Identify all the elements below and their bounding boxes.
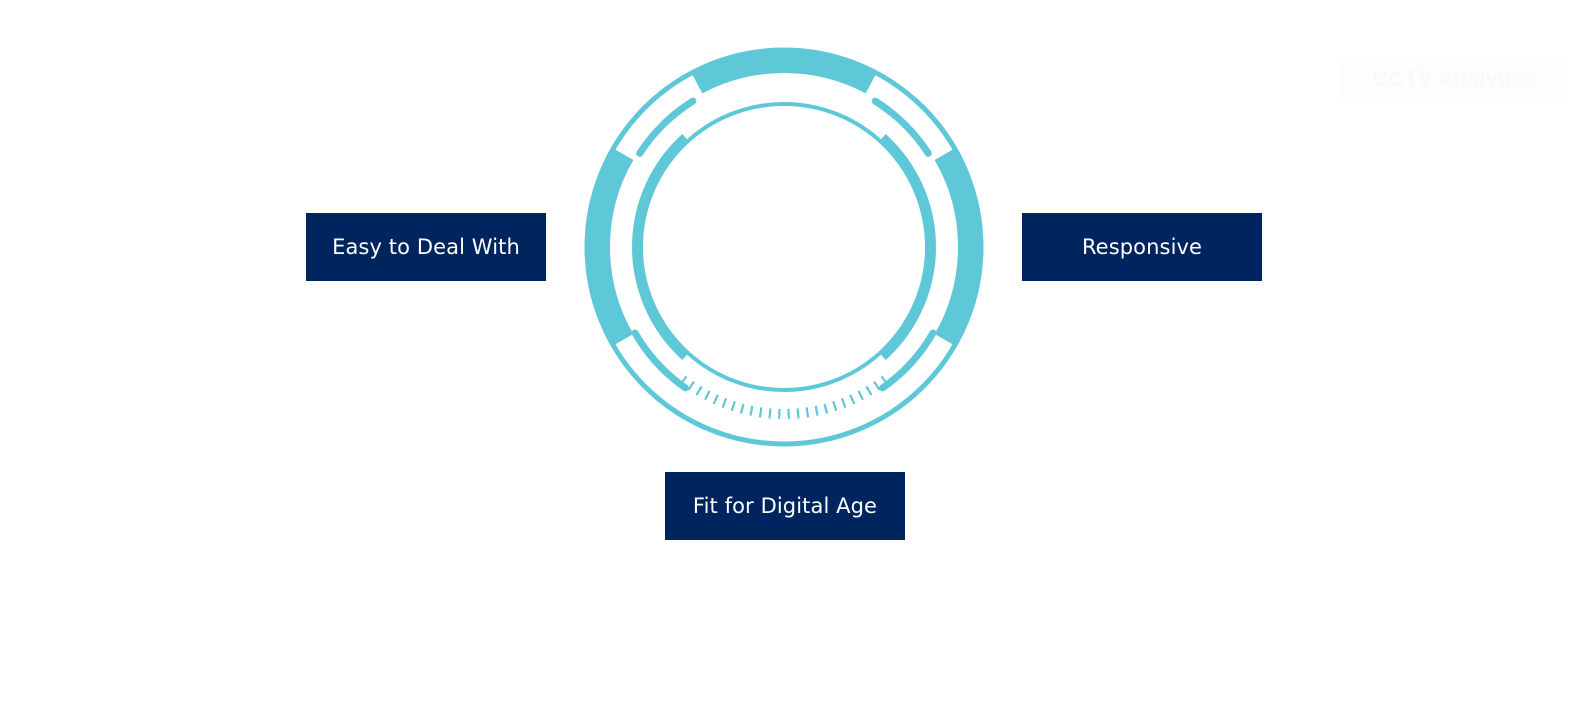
tick-mark [873, 381, 881, 391]
tick-mark [704, 390, 711, 401]
outer-segment-left [588, 149, 634, 345]
tick-mark [880, 375, 889, 386]
inner-arc-right [879, 134, 936, 360]
tick-mark [849, 394, 856, 405]
outer-segment-top [691, 51, 877, 94]
tick-mark [687, 381, 695, 391]
tick-mark [865, 385, 873, 396]
outer-ring [584, 47, 984, 447]
label-easy-to-deal-with: Easy to Deal With [306, 213, 546, 281]
brand-watermark: CCTV Analytics [1340, 60, 1568, 98]
mid-arc-top-right [871, 97, 932, 157]
tick-mark [814, 405, 819, 416]
tick-mark [721, 397, 728, 409]
tick-mark [749, 405, 754, 416]
label-text: Easy to Deal With [332, 235, 520, 259]
outer-segment-right [934, 149, 980, 345]
tick-mark [840, 397, 847, 409]
tick-mark [758, 407, 763, 418]
tick-mark [679, 375, 688, 386]
tick-mark [857, 390, 864, 401]
tick-mark [832, 401, 838, 412]
tick-mark [805, 407, 810, 418]
label-fit-for-digital-age: Fit for Digital Age [665, 472, 905, 540]
tick-mark [768, 408, 772, 419]
tick-mark [695, 385, 703, 396]
inner-ring [639, 102, 929, 392]
inner-arc-left [632, 134, 689, 360]
tick-mark [796, 408, 800, 419]
label-text: Responsive [1081, 235, 1203, 259]
label-text: Fit for Digital Age [692, 494, 878, 518]
label-responsive: Responsive [1022, 213, 1262, 281]
mid-arc-top-left [636, 97, 697, 157]
tick-mark [823, 403, 829, 414]
tick-mark [712, 394, 719, 405]
tick-mark [730, 401, 736, 412]
tick-mark [739, 403, 745, 414]
